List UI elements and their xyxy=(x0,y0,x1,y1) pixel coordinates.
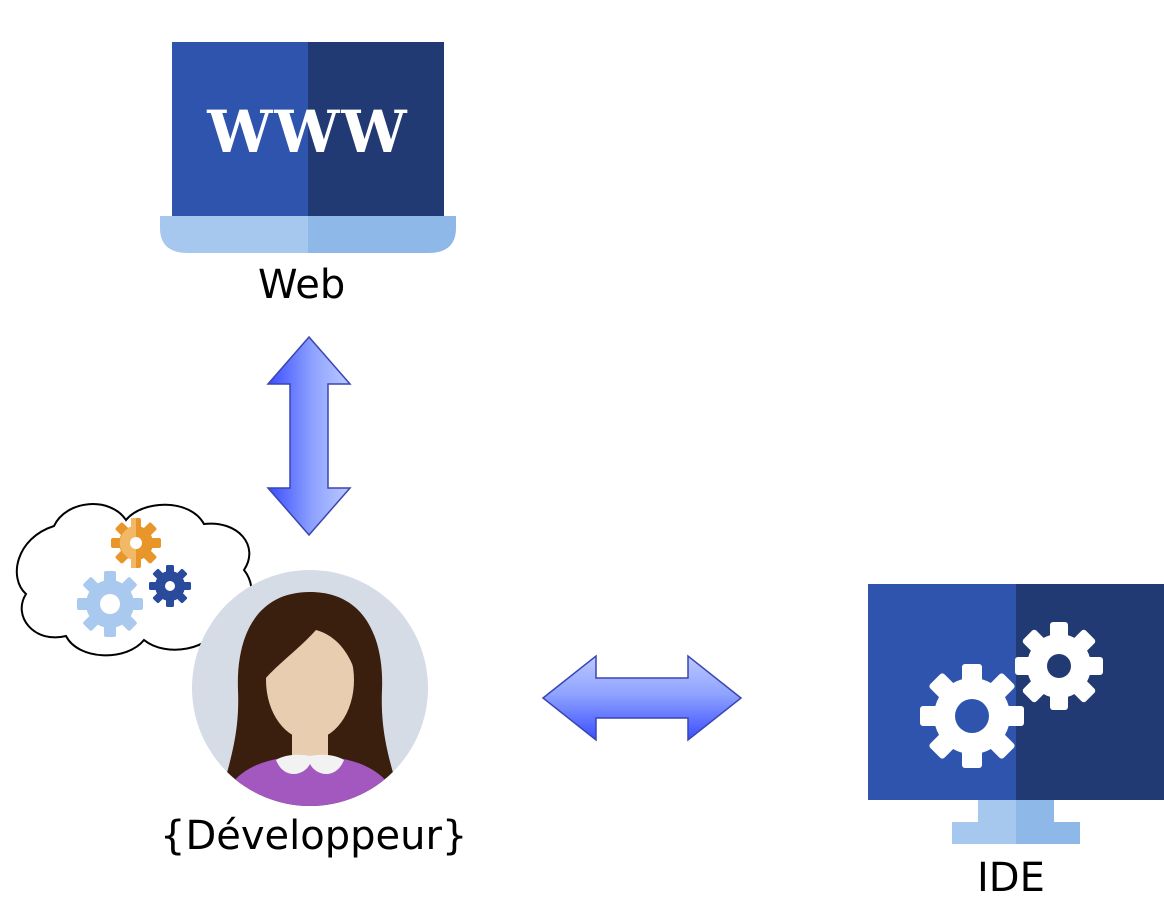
thought-cloud xyxy=(14,498,260,662)
big-gear-icon xyxy=(920,664,1024,768)
web-node: WWW xyxy=(158,42,458,257)
double-arrow-vertical-icon xyxy=(266,335,352,537)
dark-blue-gear-icon xyxy=(149,565,191,607)
laptop-www-icon: WWW xyxy=(160,42,456,253)
small-gear-icon xyxy=(1015,622,1103,710)
woman-avatar-icon xyxy=(192,570,428,806)
arrow-developer-ide xyxy=(541,654,743,742)
monitor-gears-icon xyxy=(868,584,1164,844)
arrow-web-developer xyxy=(266,335,352,537)
ide-label: IDE xyxy=(977,855,1045,901)
developer-node xyxy=(192,570,428,806)
orange-gear-icon xyxy=(111,518,161,568)
light-blue-gear-icon xyxy=(77,571,143,637)
double-arrow-horizontal-icon xyxy=(541,654,743,742)
www-text: WWW xyxy=(206,98,408,166)
ide-node xyxy=(868,584,1164,846)
developer-label: {Développeur} xyxy=(160,813,468,859)
web-label: Web xyxy=(258,262,346,308)
thought-cloud-gears-icon xyxy=(15,503,253,657)
